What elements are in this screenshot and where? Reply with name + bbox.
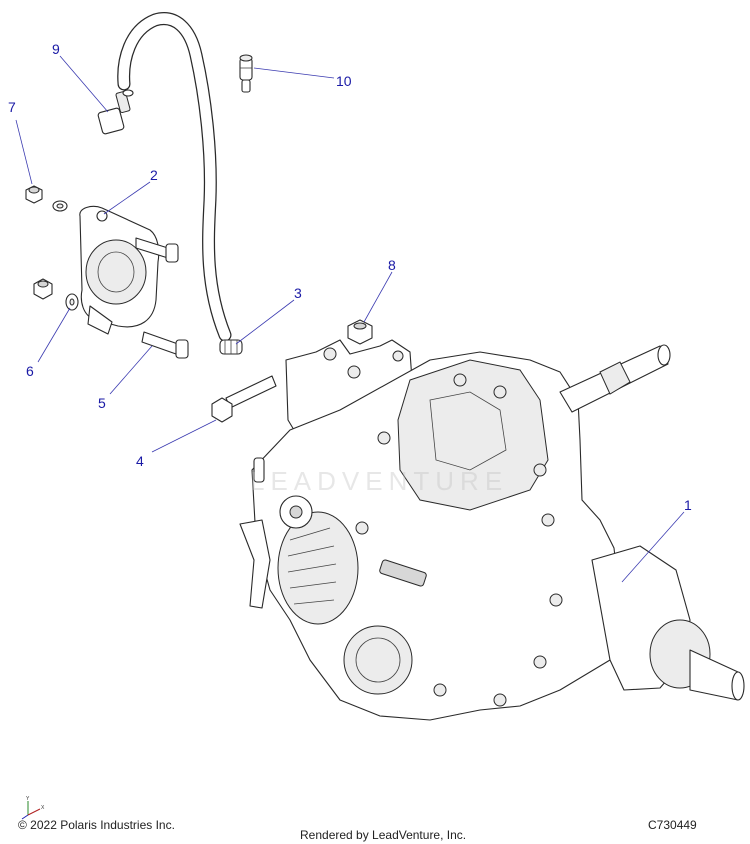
- axis-triad-icon: Y X: [21, 796, 45, 820]
- axis-y-label: Y: [26, 796, 30, 802]
- part-2-housing: [79, 205, 160, 335]
- leader-lines: [15, 55, 685, 583]
- part-4-bolt: [211, 375, 277, 423]
- callout-5: 5: [98, 395, 106, 411]
- callout-9: 9: [52, 41, 60, 57]
- callout-1: 1: [684, 497, 692, 513]
- part-8-bushing: [347, 319, 373, 345]
- part-9-hose-fitting: [97, 89, 134, 135]
- part-6-nut: [33, 278, 53, 300]
- callout-3: 3: [294, 285, 302, 301]
- watermark: LEADVENTURE: [250, 466, 508, 496]
- callout-4: 4: [136, 453, 144, 469]
- part-washer-upper: [52, 200, 68, 212]
- callout-10: 10: [336, 73, 352, 89]
- diagram-code: C730449: [648, 818, 697, 832]
- part-5-bolt: [141, 331, 189, 359]
- part-bolt-upper: [135, 237, 179, 263]
- part-1-transmission: [239, 339, 745, 721]
- callout-labels: 1 2 3 4 5 6 7 8 9 10: [8, 41, 692, 513]
- part-10-breather-fitting: [239, 54, 253, 93]
- callout-6: 6: [26, 363, 34, 379]
- copyright-text: © 2022 Polaris Industries Inc.: [18, 818, 175, 832]
- part-6-washer: [65, 293, 79, 311]
- part-vent-hose: [117, 12, 232, 342]
- rendered-by-text: Rendered by LeadVenture, Inc.: [300, 828, 467, 842]
- callout-2: 2: [150, 167, 158, 183]
- axis-x-label: X: [41, 805, 45, 811]
- callout-7: 7: [8, 99, 16, 115]
- callout-8: 8: [388, 257, 396, 273]
- part-7-nut: [25, 185, 43, 204]
